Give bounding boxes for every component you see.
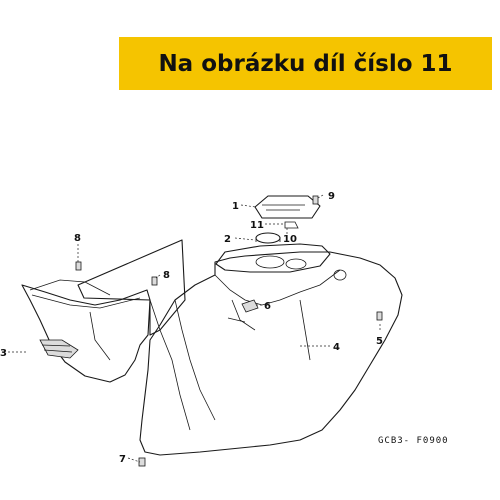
bolt-part — [376, 311, 383, 321]
top-lid-part — [254, 195, 321, 229]
main-body-cover-part — [139, 251, 403, 456]
callout-1: 1 — [232, 201, 239, 212]
screw-part — [75, 195, 319, 286]
callout-3: 3 — [0, 348, 7, 359]
leader-lines — [8, 194, 381, 463]
storage-box-part — [215, 232, 331, 273]
callout-8-middle: 8 — [163, 270, 170, 281]
callout-8-left: 8 — [74, 233, 81, 244]
front-lower-cover-part — [21, 279, 151, 383]
callout-5: 5 — [376, 336, 383, 347]
callout-10: 10 — [283, 234, 297, 245]
diagram-code: GCB3- F0900 — [378, 436, 449, 446]
lower-bolt-part — [138, 457, 146, 467]
callout-4: 4 — [333, 342, 340, 353]
banner-title: Na obrázku díl číslo 11 — [158, 50, 453, 77]
callout-11: 11 — [250, 220, 264, 231]
inner-panel-part — [77, 239, 186, 336]
callout-6: 6 — [264, 301, 271, 312]
callout-2: 2 — [224, 234, 231, 245]
part-number-banner: Na obrázku díl číslo 11 — [119, 37, 492, 90]
callout-9: 9 — [328, 191, 335, 202]
callout-7: 7 — [119, 454, 126, 465]
clip-part — [241, 299, 259, 313]
